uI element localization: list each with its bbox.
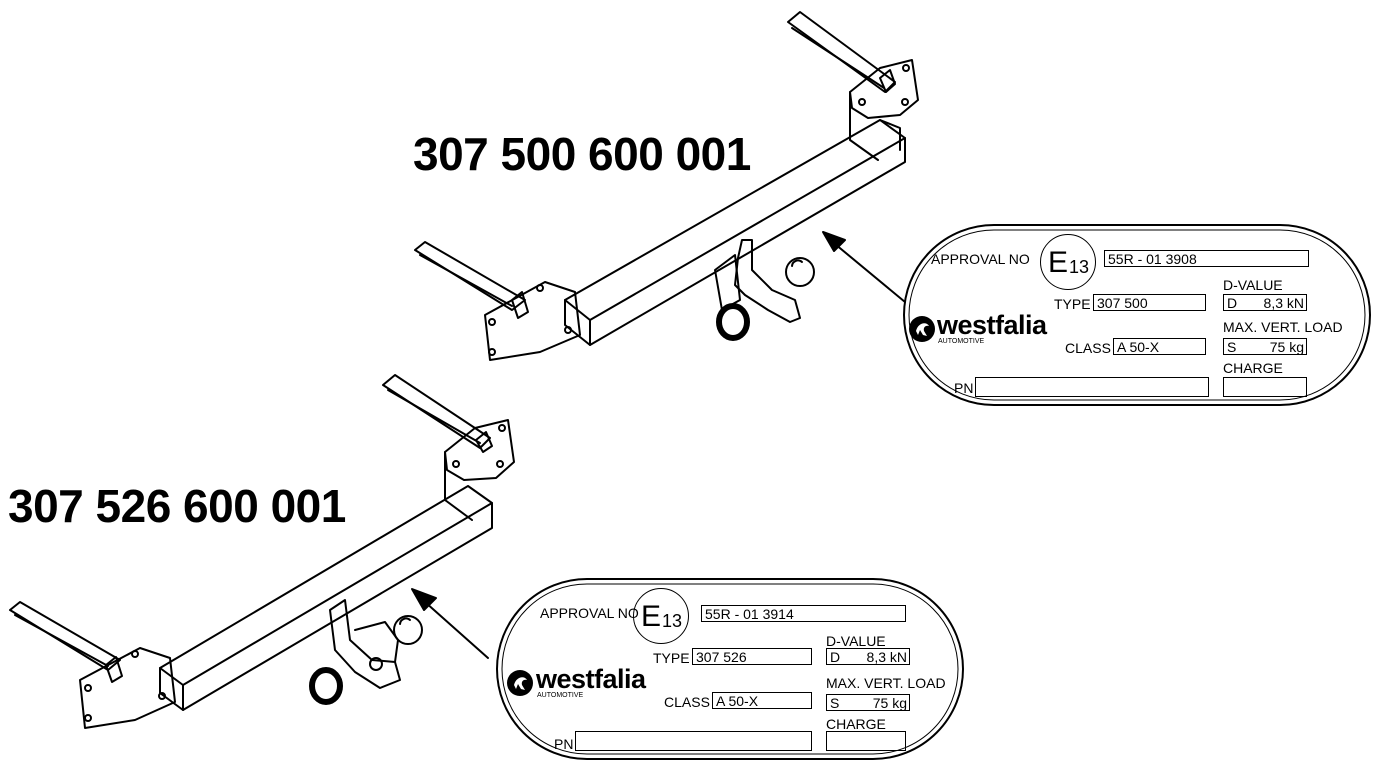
e-mark-circle bbox=[633, 588, 689, 644]
e-mark-number: 13 bbox=[1069, 257, 1090, 277]
type-label: TYPE bbox=[1054, 296, 1091, 312]
approval-plate-2: APPROVAL NO E 13 55R - 01 3914 D-VALUE T… bbox=[496, 578, 964, 760]
load-value-field: S 75 kg bbox=[826, 694, 910, 711]
brand-name: westfalia bbox=[937, 310, 1047, 340]
charge-field bbox=[1223, 377, 1307, 397]
approval-no-label: APPROVAL NO bbox=[540, 605, 639, 621]
d-value-prefix: D bbox=[830, 649, 841, 665]
pn-label: PN bbox=[954, 380, 974, 396]
type-label: TYPE bbox=[653, 650, 690, 666]
d-value-field: D 8,3 kN bbox=[1223, 294, 1307, 311]
load-prefix: S bbox=[1227, 339, 1237, 355]
brand-subtitle: AUTOMOTIVE bbox=[537, 692, 584, 699]
class-value-field: A 50-X bbox=[1113, 338, 1206, 355]
approval-no-label: APPROVAL NO bbox=[931, 251, 1030, 267]
d-value-field: D 8,3 kN bbox=[826, 648, 910, 665]
load-value: 75 kg bbox=[872, 695, 907, 711]
class-label: CLASS bbox=[664, 694, 710, 710]
load-prefix: S bbox=[830, 695, 840, 711]
part-number-2: 307 526 600 001 bbox=[8, 480, 346, 532]
d-value-label: D-VALUE bbox=[826, 633, 886, 649]
d-value-value: 8,3 kN bbox=[1263, 295, 1304, 311]
pn-label: PN bbox=[554, 736, 574, 752]
type-value-field: 307 500 bbox=[1093, 294, 1206, 311]
d-value-label: D-VALUE bbox=[1223, 277, 1283, 293]
e-mark-letter: E bbox=[1048, 246, 1069, 279]
pn-field bbox=[975, 377, 1209, 397]
brand-subtitle: AUTOMOTIVE bbox=[938, 338, 985, 345]
load-value-field: S 75 kg bbox=[1223, 338, 1307, 355]
e-mark-letter: E bbox=[641, 600, 662, 633]
towbar-2-drawing bbox=[9, 374, 515, 729]
westfalia-logo-icon bbox=[909, 316, 935, 342]
part-number-1: 307 500 600 001 bbox=[413, 128, 751, 180]
class-value-field: A 50-X bbox=[712, 692, 812, 709]
load-value: 75 kg bbox=[1269, 339, 1304, 355]
approval-plate-1: APPROVAL NO E 13 55R - 01 3908 D-VALUE T… bbox=[903, 224, 1371, 406]
e-mark-number: 13 bbox=[662, 611, 683, 631]
westfalia-logo-icon bbox=[507, 670, 533, 696]
approval-value-field: 55R - 01 3908 bbox=[1104, 250, 1309, 267]
approval-value-field: 55R - 01 3914 bbox=[701, 605, 906, 622]
pn-field bbox=[575, 731, 812, 751]
e-mark-circle bbox=[1040, 234, 1096, 290]
brand-name: westfalia bbox=[536, 664, 646, 694]
towbar-1-drawing bbox=[414, 11, 919, 361]
d-value-value: 8,3 kN bbox=[866, 649, 907, 665]
charge-label: CHARGE bbox=[1223, 360, 1283, 376]
d-value-prefix: D bbox=[1227, 295, 1238, 311]
max-vert-load-label: MAX. VERT. LOAD bbox=[826, 675, 946, 691]
plate-outline bbox=[903, 224, 1371, 406]
type-value-field: 307 526 bbox=[692, 648, 812, 665]
charge-label: CHARGE bbox=[826, 716, 886, 732]
class-label: CLASS bbox=[1065, 340, 1111, 356]
max-vert-load-label: MAX. VERT. LOAD bbox=[1223, 319, 1343, 335]
charge-field bbox=[826, 731, 906, 751]
plate-outline bbox=[496, 578, 964, 760]
